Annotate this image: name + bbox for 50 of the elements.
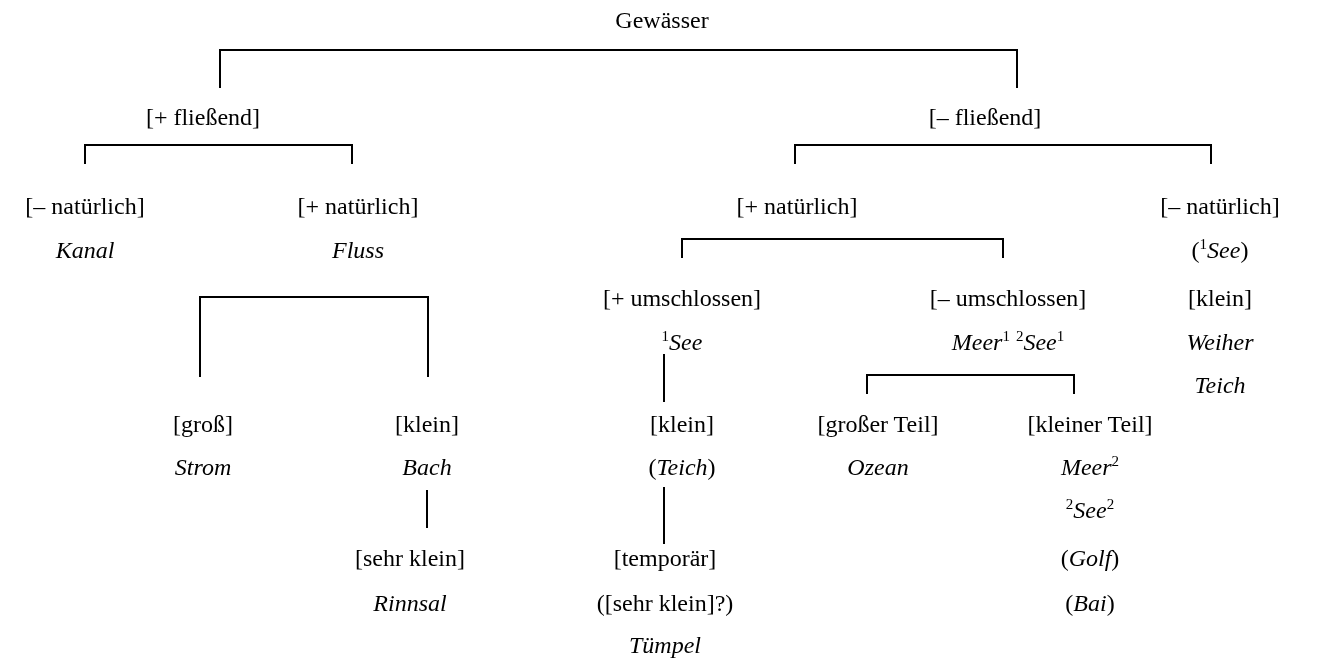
feature-label: [– umschlossen] [929,284,1087,312]
tree-branch-line [84,144,204,165]
tree-branch-line [681,238,798,259]
word-label: Teich [1194,371,1246,399]
feature-label: [klein] [395,410,459,438]
tree-branch-line [219,49,663,89]
tree-branch-line [866,374,1009,395]
word-label: ($^{1}$See) [1191,236,1249,264]
word-label: Rinnsal [373,589,447,617]
feature-label: [klein] [1188,284,1252,312]
feature-label: [großer Teil] [817,410,939,438]
word-label: Bach [402,453,452,481]
feature-label: [sehr klein] [355,544,465,572]
tree-branch-line [357,296,429,378]
word-label: ([sehr klein]?) [596,589,734,617]
tree-branch-line [426,489,428,529]
tree-branch-line [1007,374,1075,395]
word-label: Kanal [55,236,115,264]
feature-label: [– natürlich] [25,192,145,220]
tree-branch-line [796,238,1004,259]
tree-branch-line [663,486,665,545]
word-label: Weiher [1186,328,1254,356]
feature-label: [+ natürlich] [297,192,419,220]
word-label: Strom [174,453,232,481]
tree-branch-line [202,144,353,165]
feature-label: [+ umschlossen] [602,284,762,312]
tree-branch-line [663,353,665,403]
word-label: Fluss [332,236,384,264]
feature-label: [+ fließend] [145,103,261,131]
tree-branch-line [661,49,1018,89]
word-label: $^{2}$See$^{2}$ [1065,496,1115,524]
feature-label: [– fließend] [928,103,1042,131]
feature-label: [kleiner Teil] [1027,410,1153,438]
word-label: $^{1}$See [661,328,703,356]
feature-label: [+ natürlich] [736,192,858,220]
word-label: Gewässer [615,6,709,34]
word-label: (Bai) [1065,589,1115,617]
tree-branch-line [794,144,986,165]
tree-branch-line [199,296,359,378]
tree-branch-line [984,144,1212,165]
word-label: Tümpel [629,631,701,659]
word-label: Meer$^{2}$ [1060,453,1120,481]
feature-label: [groß] [173,410,233,438]
word-label: Meer$^{1}$ $^{2}$See$^{1}$ [951,328,1065,356]
feature-label: [– natürlich] [1160,192,1280,220]
word-label: (Teich) [648,453,716,481]
word-label: (Golf) [1060,544,1120,572]
feature-label: [klein] [650,410,714,438]
word-label: Ozean [847,453,909,481]
feature-label: [temporär] [613,544,717,572]
